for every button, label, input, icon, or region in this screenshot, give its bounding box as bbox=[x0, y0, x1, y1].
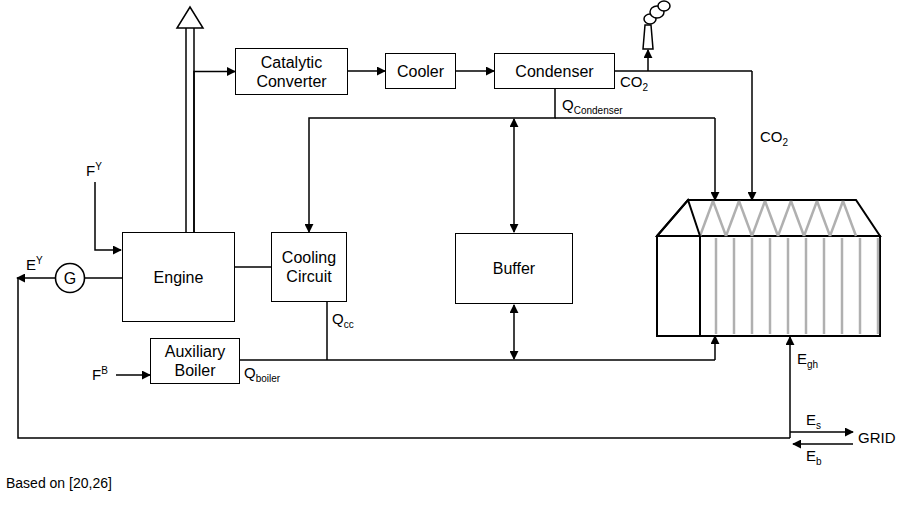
grid-label: GRID bbox=[858, 429, 896, 447]
catalytic-converter-box: Catalytic Converter bbox=[235, 48, 348, 95]
buffer-box: Buffer bbox=[455, 233, 573, 304]
node-label: G bbox=[64, 269, 76, 288]
heat-label: Qcc bbox=[332, 310, 354, 328]
greenhouse-illustration bbox=[657, 200, 880, 336]
engine-box: Engine bbox=[122, 232, 235, 322]
condenser-box: Condenser bbox=[494, 53, 615, 89]
cooling-circuit-box: Cooling Circuit bbox=[271, 232, 347, 302]
co2-label: CO2 bbox=[620, 73, 648, 91]
flow-connector bbox=[456, 70, 494, 72]
source-note: Based on [20,26] bbox=[6, 474, 112, 492]
node-label: Engine bbox=[154, 268, 204, 287]
node-label: Buffer bbox=[493, 259, 535, 278]
node-label: Condenser bbox=[515, 62, 593, 81]
co2-label: CO2 bbox=[760, 128, 788, 146]
power-label: Es bbox=[806, 411, 821, 429]
heat-label: Qboiler bbox=[244, 364, 280, 382]
flow-connector bbox=[194, 72, 235, 233]
power-label: EY bbox=[26, 256, 43, 274]
generator-circle: G bbox=[55, 263, 85, 293]
power-label: Eb bbox=[806, 447, 822, 465]
flow-connector bbox=[348, 70, 385, 72]
power-label: Egh bbox=[797, 350, 818, 368]
chimney-symbol bbox=[643, 1, 670, 49]
fuel-label: FY bbox=[86, 162, 102, 180]
flow-connector bbox=[235, 266, 271, 268]
flow-connector bbox=[309, 89, 555, 232]
flow-connector bbox=[85, 277, 122, 279]
boiler-box: Auxiliary Boiler bbox=[150, 338, 240, 384]
node-label: Catalytic Converter bbox=[240, 53, 343, 91]
fuel-label: FB bbox=[92, 366, 108, 384]
heat-label: QCondenser bbox=[562, 96, 623, 114]
cooler-box: Cooler bbox=[385, 53, 456, 89]
node-label: Cooler bbox=[397, 62, 444, 81]
node-label: Cooling Circuit bbox=[276, 248, 342, 286]
node-label: Auxiliary Boiler bbox=[155, 342, 235, 380]
